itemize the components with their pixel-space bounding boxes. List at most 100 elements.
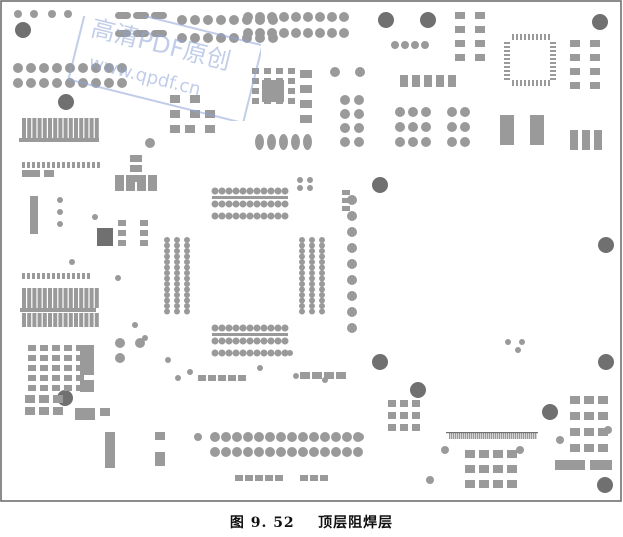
fpc-pin	[523, 432, 525, 439]
pad-round	[299, 292, 305, 298]
ic-pin	[528, 34, 530, 40]
pad-smd	[27, 273, 30, 279]
pad-round	[164, 237, 170, 243]
pad-smd	[22, 170, 40, 177]
fpc-pin	[481, 432, 483, 439]
pad-round	[254, 432, 264, 442]
pad-round	[309, 270, 315, 276]
connector-pin	[94, 288, 99, 308]
pad-smd	[75, 408, 95, 420]
pad-strip	[212, 333, 288, 336]
fpc-pin	[519, 432, 521, 439]
pad-round	[447, 107, 457, 117]
pad-round	[303, 28, 313, 38]
fpc-pin	[475, 432, 477, 439]
ic-pin	[550, 50, 556, 52]
pad-smd	[507, 465, 517, 473]
pad-round	[307, 185, 313, 191]
pad-smd	[40, 345, 48, 351]
via	[187, 369, 193, 375]
ic-pin	[504, 42, 510, 44]
mounting-hole	[542, 404, 558, 420]
ic-pin	[532, 34, 534, 40]
pad-round	[460, 122, 470, 132]
pad-round	[460, 137, 470, 147]
pad-round	[246, 187, 254, 195]
fpc-pin	[507, 432, 509, 439]
pad-smd	[252, 88, 259, 94]
pad-smd	[118, 230, 126, 236]
mounting-hole	[372, 354, 388, 370]
pad-round	[115, 338, 125, 348]
pad-round	[355, 67, 365, 77]
pad-smd	[342, 190, 350, 195]
pad-round	[229, 33, 239, 43]
pad-smd	[39, 407, 49, 415]
pad-round	[411, 41, 419, 49]
pad-round	[395, 122, 405, 132]
pad-round	[354, 137, 364, 147]
pad-round	[78, 78, 88, 88]
ic-pin	[544, 34, 546, 40]
pad-smd	[27, 162, 30, 168]
pad-round	[211, 324, 219, 332]
pad-smd	[87, 162, 90, 168]
pad-smd	[47, 162, 50, 168]
pad-smd	[155, 432, 165, 440]
pad-round	[57, 221, 63, 227]
pad-round	[309, 303, 315, 309]
pad-round	[26, 63, 36, 73]
pad-round	[281, 187, 289, 195]
connector-body	[19, 138, 99, 142]
pad-smd	[77, 273, 80, 279]
pad-round	[319, 286, 325, 293]
pad-round	[281, 324, 289, 332]
pad-smd	[42, 273, 45, 279]
fpc-pin	[453, 432, 455, 439]
fpc-pin	[473, 432, 475, 439]
pad-round	[190, 15, 200, 25]
pad-round	[246, 349, 254, 357]
pad-oval	[115, 12, 131, 19]
connector-pin	[48, 313, 52, 327]
pad-round	[229, 15, 239, 25]
pad-round	[39, 63, 49, 73]
pad-round	[184, 297, 190, 304]
fpc-frame	[446, 432, 538, 434]
pad-smd	[40, 385, 48, 391]
fpc-pin	[489, 432, 491, 439]
pad-smd	[252, 98, 259, 104]
pad-round	[339, 28, 349, 38]
pad-round	[279, 12, 289, 22]
mounting-hole	[592, 14, 608, 30]
pad-round	[184, 292, 190, 298]
pad-smd	[570, 130, 578, 150]
pad-round	[267, 212, 275, 220]
pad-smd	[455, 12, 465, 19]
pad-smd	[52, 365, 60, 371]
pad-smd	[400, 424, 408, 431]
pad-smd	[455, 26, 465, 33]
pad-round	[218, 324, 226, 332]
ic-pin	[550, 66, 556, 68]
pad-smd	[288, 98, 295, 104]
ic-pin	[536, 80, 538, 86]
ic-pin	[550, 70, 556, 72]
pad-smd	[424, 75, 432, 87]
pad-smd	[37, 273, 40, 279]
pad-smd	[64, 375, 72, 381]
pad-smd	[479, 450, 489, 458]
pad-round	[401, 41, 409, 49]
pad-smd	[584, 412, 594, 420]
pad-smd	[590, 460, 612, 470]
mounting-hole	[597, 477, 613, 493]
pad-round	[210, 432, 220, 442]
ic-pin	[504, 70, 510, 72]
pad-round	[309, 253, 315, 260]
pad-smd	[570, 40, 580, 47]
pad-smd	[44, 170, 54, 177]
pad-smd	[342, 206, 350, 211]
pad-smd	[72, 273, 75, 279]
pad-oval	[267, 134, 276, 150]
pad-round	[174, 270, 180, 276]
